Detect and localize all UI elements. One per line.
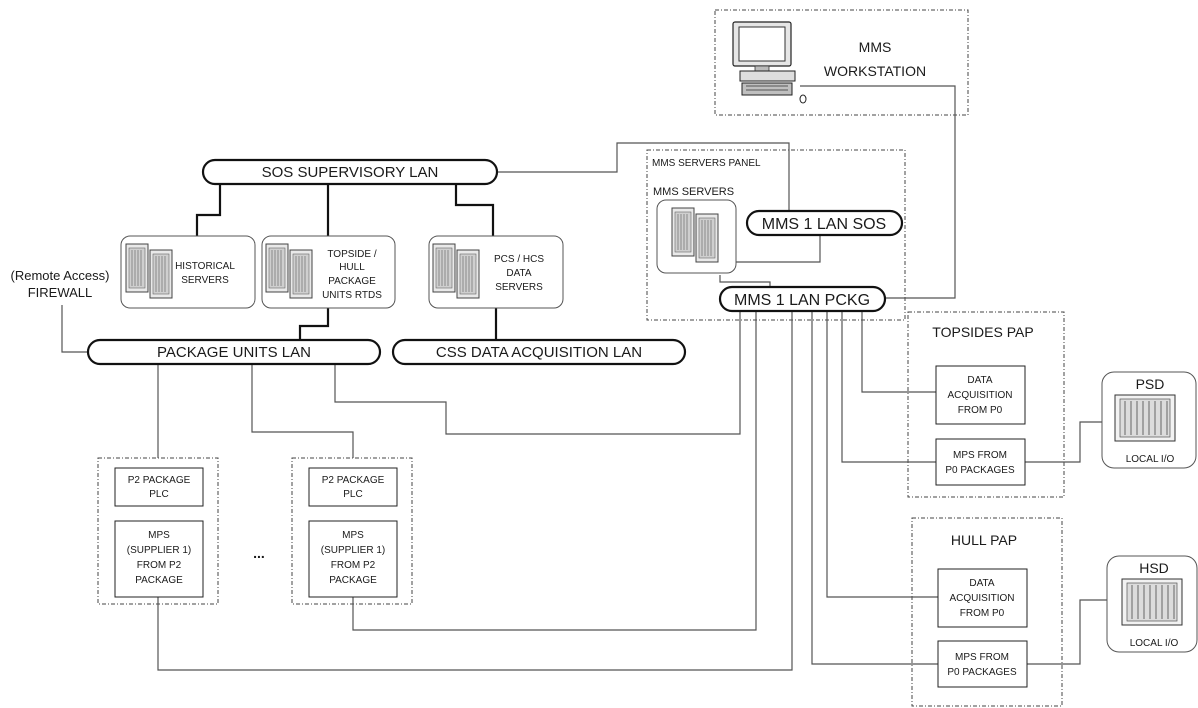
topside-hull-label-2: HULL [339, 262, 365, 273]
topside-hull-label-1: TOPSIDE / [327, 249, 376, 260]
topside-hull-label-3: PACKAGE [328, 276, 376, 287]
firewall-label-2: FIREWALL [28, 285, 93, 300]
topside-hull-label-4: UNITS RTDS [322, 290, 382, 301]
mms-servers-panel-title: MMS SERVERS PANEL [652, 158, 761, 169]
plc-label-1b: PLC [149, 489, 168, 500]
sos-supervisory-lan [201, 158, 499, 186]
psd-title: PSD [1136, 376, 1165, 392]
mms-servers-label: MMS SERVERS [653, 186, 734, 198]
package-units-lan-label: PACKAGE UNITS LAN [157, 344, 311, 361]
firewall-label-1: (Remote Access) [11, 268, 110, 283]
hsd-local-io: LOCAL I/O [1130, 638, 1179, 649]
mps-label-2b: (SUPPLIER 1) [321, 545, 385, 556]
mps-label-2c: FROM P2 [331, 560, 376, 571]
sos-supervisory-lan-label: SOS SUPERVISORY LAN [262, 164, 439, 181]
topsides-data-acq-1: DATA [967, 375, 993, 386]
hull-data-acq-2: ACQUISITION [949, 593, 1014, 604]
workstation-icon [732, 21, 807, 104]
hull-data-acq-3: FROM P0 [960, 608, 1005, 619]
plc-label-2a: P2 PACKAGE [322, 475, 385, 486]
workstation-label-2: WORKSTATION [824, 63, 926, 79]
mms-lan-sos-label: MMS 1 LAN SOS [762, 216, 886, 233]
css-data-acquisition-lan-label: CSS DATA ACQUISITION LAN [436, 344, 642, 361]
historical-servers-label-2: SERVERS [181, 275, 229, 286]
hull-pap-title: HULL PAP [951, 532, 1017, 548]
workstation-panel [714, 9, 969, 116]
io-rack-icon [1114, 394, 1176, 442]
mps-box-1 [114, 520, 204, 598]
connection-wires [61, 85, 1110, 671]
hull-mps-box [937, 640, 1028, 688]
topsides-data-acq-box [935, 365, 1026, 425]
pcs-hcs-label-1: PCS / HCS [494, 254, 544, 265]
mms-lan-pckg [718, 285, 887, 313]
mps-label-1d: PACKAGE [135, 575, 183, 586]
mps-label-2d: PACKAGE [329, 575, 377, 586]
plc-box-2 [308, 467, 398, 507]
pcs-hcs-label-2: DATA [506, 268, 532, 279]
psd-local-io: LOCAL I/O [1126, 454, 1175, 465]
package-panel-2 [291, 457, 413, 605]
mps-label-1c: FROM P2 [137, 560, 182, 571]
plc-box-1 [114, 467, 204, 507]
hull-mps-1: MPS FROM [955, 652, 1009, 663]
topsides-mps-2: P0 PACKAGES [945, 465, 1015, 476]
mms-lan-sos [745, 209, 904, 237]
plc-label-2b: PLC [343, 489, 362, 500]
topsides-mps-1: MPS FROM [953, 450, 1007, 461]
bold-connections [195, 183, 498, 342]
topsides-mps-box [935, 438, 1026, 486]
hull-data-acq-1: DATA [969, 578, 995, 589]
more-packages-ellipsis: ... [253, 545, 265, 561]
io-rack-icon [1121, 578, 1183, 626]
topsides-data-acq-3: FROM P0 [958, 405, 1003, 416]
hsd-title: HSD [1139, 560, 1169, 576]
mps-label-2a: MPS [342, 530, 364, 541]
historical-servers-label-1: HISTORICAL [175, 261, 235, 272]
mps-box-2 [308, 520, 398, 598]
mps-label-1b: (SUPPLIER 1) [127, 545, 191, 556]
topsides-pap-title: TOPSIDES PAP [932, 324, 1033, 340]
topsides-data-acq-2: ACQUISITION [947, 390, 1012, 401]
hull-mps-2: P0 PACKAGES [947, 667, 1017, 678]
package-units-lan [86, 338, 382, 366]
hull-pap-panel [911, 517, 1063, 707]
workstation-label-1: MMS [859, 39, 892, 55]
hull-data-acq-box [937, 568, 1028, 628]
mps-label-1a: MPS [148, 530, 170, 541]
topsides-pap-panel [907, 311, 1065, 498]
mms-servers-panel [646, 149, 906, 321]
pcs-hcs-label-3: SERVERS [495, 282, 543, 293]
css-data-acquisition-lan [391, 338, 687, 366]
plc-label-1a: P2 PACKAGE [128, 475, 191, 486]
mms-lan-pckg-label: MMS 1 LAN PCKG [734, 292, 870, 309]
